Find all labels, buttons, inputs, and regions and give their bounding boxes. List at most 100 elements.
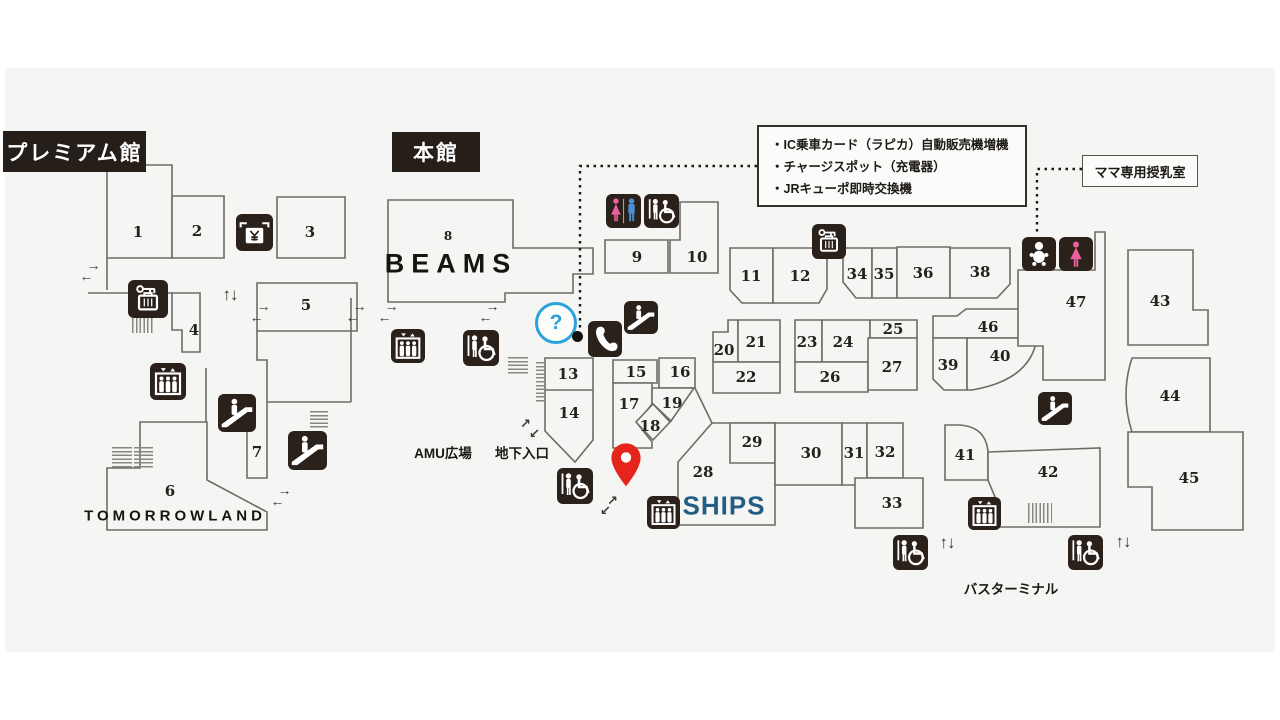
room-15-shape xyxy=(612,359,658,384)
elevator-icon xyxy=(968,497,1001,530)
room-number-47: 47 xyxy=(1065,293,1087,311)
stairs xyxy=(508,357,528,376)
entrance-arrows-icon: →← xyxy=(377,298,399,325)
room-number-21: 21 xyxy=(745,333,767,351)
store-name-ships: SHIPS xyxy=(682,490,766,521)
accessible-toilet-icon xyxy=(557,468,593,504)
womens-restroom-icon xyxy=(1059,237,1093,271)
service-callout-box: ・IC乗車カード（ラピカ）自動販売機増機 ・チャージスポット（充電器） ・JRキ… xyxy=(757,125,1027,207)
stairs xyxy=(536,362,545,402)
arrow-right-icon: → xyxy=(352,298,367,314)
entrance-arrows-icon: →← xyxy=(479,299,500,324)
nursing-dotted-line xyxy=(1035,167,1082,235)
information-question-mark: ? xyxy=(549,311,563,334)
stairs xyxy=(112,447,132,468)
room-34-shape xyxy=(842,247,873,299)
room-number-36: 36 xyxy=(912,264,934,282)
room-number-16: 16 xyxy=(669,363,691,381)
room-19-shape xyxy=(651,387,696,423)
coin-locker-icon xyxy=(812,224,846,259)
entrance-arrows-icon: →← xyxy=(345,298,367,325)
elevator-icon xyxy=(647,496,680,529)
callout-line-ic-card: ・IC乗車カード（ラピカ）自動販売機増機 xyxy=(771,138,1009,152)
map-pin-icon xyxy=(610,441,642,489)
entrance-arrows-icon: →← xyxy=(80,258,101,283)
arrow-right-icon: → xyxy=(384,298,399,314)
room-39-shape xyxy=(932,337,968,391)
bus-terminal-label: バスターミナル xyxy=(963,582,1059,597)
room-number-41: 41 xyxy=(954,446,976,464)
room-number-5: 5 xyxy=(300,296,312,314)
atm-icon xyxy=(236,214,273,251)
elevator-icon xyxy=(391,329,425,363)
corridor-line xyxy=(256,331,268,427)
dotted-line-end-dot xyxy=(572,331,583,342)
callout-dotted-line xyxy=(578,164,757,330)
room-9-shape xyxy=(604,239,669,274)
coin-locker-icon xyxy=(128,280,168,318)
corridor-line xyxy=(694,387,713,424)
room-number-34: 34 xyxy=(846,265,868,283)
room-number-40: 40 xyxy=(989,347,1011,365)
room-number-43: 43 xyxy=(1149,292,1171,310)
arrow-left-icon: ← xyxy=(270,493,285,509)
arrow-right-icon: → xyxy=(277,482,292,498)
accessible-toilet-icon xyxy=(893,535,928,570)
accessible-toilet-icon xyxy=(1068,535,1103,570)
room-number-26: 26 xyxy=(819,368,841,386)
arrow-left-icon: ← xyxy=(377,309,392,325)
room-26-shape xyxy=(794,361,869,393)
underground-entrance-label: 地下入口 xyxy=(495,446,549,461)
room-number-18: 18 xyxy=(639,417,661,435)
room-8-beams-shape xyxy=(387,199,594,303)
arrow-left-icon: ← xyxy=(345,309,360,325)
room-number-14: 14 xyxy=(558,404,580,422)
dotted-connectors xyxy=(578,164,1082,330)
arrow-southwest-icon: ↙ xyxy=(600,503,611,518)
arrow-southwest-icon: ↙ xyxy=(529,426,540,441)
room-number-4: 4 xyxy=(188,321,200,339)
room-10-shape xyxy=(669,201,719,274)
room-1-shape xyxy=(106,164,173,259)
arrow-northeast-icon: ↗ xyxy=(520,416,531,431)
room-number-28: 28 xyxy=(692,463,714,481)
room-22-shape xyxy=(712,361,781,394)
room-number-3: 3 xyxy=(304,223,316,241)
callout-line-charge-spot: ・チャージスポット（充電器） xyxy=(771,160,946,174)
elevator-icon xyxy=(150,363,186,400)
store-name-beams: BEAMS xyxy=(384,248,518,279)
room-number-44: 44 xyxy=(1159,387,1181,405)
room-2-shape xyxy=(171,195,225,259)
up-down-arrows-icon: ↑↓ xyxy=(222,285,239,304)
room-43-shape xyxy=(1127,249,1209,346)
room-number-35: 35 xyxy=(873,265,895,283)
room-number-13: 13 xyxy=(557,365,579,383)
information-icon: ? xyxy=(535,302,577,344)
room-number-12: 12 xyxy=(789,267,811,285)
room-7-shape xyxy=(246,427,268,479)
up-down-arrows-icon: ↑↓ xyxy=(1115,532,1132,551)
room-number-10: 10 xyxy=(686,248,708,266)
entrance-arrows-icon: →← xyxy=(270,482,292,509)
amu-plaza-label: AMU広場 xyxy=(414,446,472,461)
premium-building-label-text: プレミアム館 xyxy=(6,141,143,165)
arrow-left-icon: ← xyxy=(249,309,264,325)
accessible-toilet-icon xyxy=(644,194,679,228)
room-number-27: 27 xyxy=(881,358,903,376)
room-number-25: 25 xyxy=(882,320,904,338)
room-number-1: 1 xyxy=(132,223,144,241)
main-building-label: 本館 xyxy=(392,132,480,172)
room-18-shape xyxy=(634,402,672,442)
room-number-22: 22 xyxy=(735,368,757,386)
escalator-icon xyxy=(624,301,658,334)
escalator-icon xyxy=(218,394,256,432)
public-phone-icon xyxy=(588,321,622,357)
room-4-shape xyxy=(171,292,201,353)
up-down-arrows-icon: ↑↓ xyxy=(939,533,956,552)
callout-line-jr-cupo: ・JRキューポ即時交換機 xyxy=(771,182,912,196)
room-number-9: 9 xyxy=(631,248,643,266)
restroom-icon xyxy=(606,194,641,228)
escalator-icon xyxy=(288,431,327,470)
room-number-20: 20 xyxy=(713,341,735,359)
